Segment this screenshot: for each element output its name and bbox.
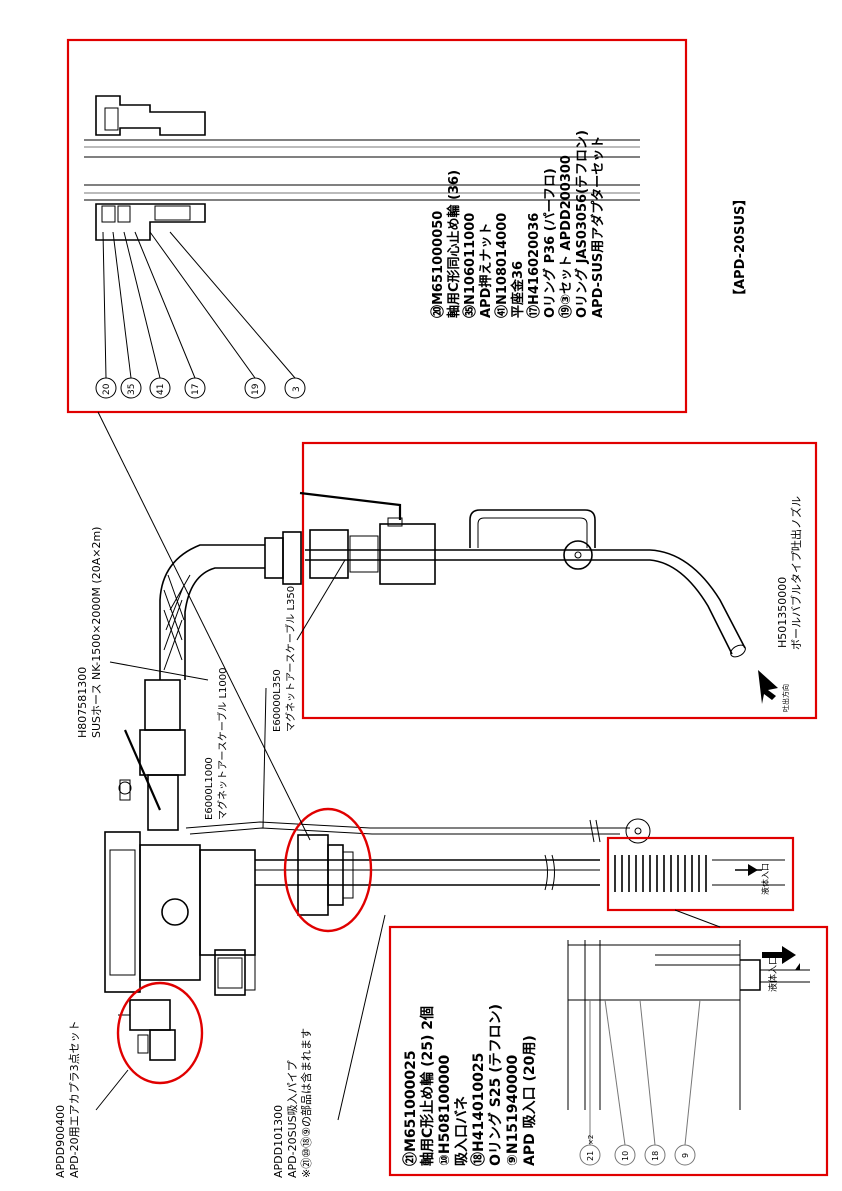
liquid-inlet-label-main: 液体入口 [760,863,770,895]
balloon-label: 18 [651,1151,660,1161]
main-assembly-drawing: 液体入口 [104,531,785,1061]
parts-list-line: ㉑M651000025 [402,1050,419,1166]
parts-list-line: 平座金36 [510,261,526,318]
highlight-ellipse-coupling [283,807,373,933]
balloon-label: 20 [102,383,112,395]
inlet-section-drawing [567,940,810,1110]
parts-list-line: APD押えナット [478,223,494,318]
parts-list-line: ⑰H416020036 [526,213,542,318]
balloon-group-bottom: 21 ×2 10 18 9 [579,999,701,1166]
balloon-label: 21 [586,1151,595,1161]
detail-box-nozzle [301,441,818,720]
nozzle-drawing [299,491,778,704]
highlight-box-inlet [606,836,795,912]
parts-list-line: Oリング S25 (テフロン) [487,1004,504,1166]
coupling-section-drawing [84,95,640,241]
parts-list-line: 軸用C形止め輪 (25) 2個 [419,1006,436,1166]
nozzle-description: ボールバブルタイプ吐出ノズル [789,496,803,650]
cable350-code: E60000L350 [272,669,283,732]
parts-list-line: ⑳M651000050 [430,211,446,318]
pipe-code: APDD101300 [272,1105,285,1178]
parts-list-line: ⑲③セット APDD200300 [558,155,574,318]
coupler-description: APD-20用エアカプラ3点セット [68,1020,81,1178]
highlight-ellipse-coupler [116,981,204,1085]
parts-list-line: APD-SUS用アダプターセット [590,136,606,318]
parts-list-line: APD 吸入口 (20用) [522,1035,538,1166]
parts-list-line: ⑨N151940000 [505,1055,521,1167]
balloon-label: 9 [681,1153,690,1158]
drawing-title: 【APD-20SUS】 [732,193,748,302]
balloon-group-top: 20 35 41 17 19 3 [95,231,306,399]
inlet-spring: 液体入口 [614,855,785,895]
parts-list-line: ⑩H508100000 [437,1055,453,1167]
parts-list-bottom: ㉑M651000025 軸用C形止め輪 (25) 2個 ⑩H508100000 … [402,1004,538,1166]
balloon-label: 3 [292,386,302,392]
air-coupler [118,999,176,1061]
balloon-label: 19 [251,383,261,395]
parts-list-line: ㊶N108014000 [494,213,510,318]
detail-box-top [66,38,688,414]
outlet-direction-label: 吐出方向 [781,684,790,712]
balloon-note: ×2 [587,1135,595,1145]
hose-code: H807581300 [76,667,89,738]
parts-list-line: 軸用C形同心止め輪 (36) [446,170,462,318]
pipe-description: APD-20SUS吸入パイプ [286,1060,299,1178]
cable1000-code: E6000L1000 [204,757,215,820]
balloon-label: 41 [156,384,166,395]
parts-list-line: Oリング P36 (パーフロ) [542,168,558,318]
parts-list-line: Oリング JAS03056(テフロン) [574,130,590,318]
liquid-inlet-label-bottom: 液体入口 [767,956,779,992]
parts-list-top: ⑳M651000050 軸用C形同心止め輪 (36) ㉟N106011000 A… [430,130,606,318]
balloon-label: 10 [621,1151,630,1161]
parts-list-line: 吸入口バネ [454,1096,470,1166]
cable350-description: マグネットアースケーブル L350 [284,586,297,732]
balloon-label: 35 [127,384,137,395]
cable1000-description: マグネットアースケーブル L1000 [216,668,229,821]
nozzle-code: H501350000 [776,577,789,648]
parts-list-line: ㉟N106011000 [462,213,478,318]
parts-list-line: ⑱H414010025 [470,1053,487,1166]
detail-box-bottom [388,925,829,1177]
coupler-code: APDD900400 [54,1105,67,1178]
pipe-note: ※㉑⑩⑱⑨の部品は含まれます [299,1028,313,1178]
inlet-arrow [762,946,796,964]
hose-description: SUSホース NK-1500×2000M (20A×2m) [90,527,103,738]
leader-lines [95,411,721,1121]
balloon-label: 17 [191,384,201,395]
